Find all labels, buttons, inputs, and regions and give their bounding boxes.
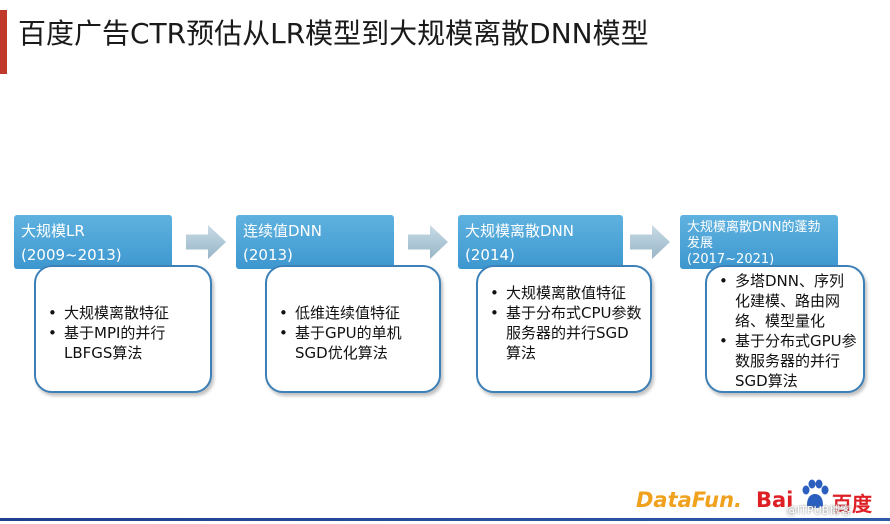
stage-1-header: 大规模LR (2009~2013) xyxy=(14,215,172,269)
arrow-3-icon xyxy=(630,225,670,259)
stage-4-years: (2017~2021) xyxy=(687,252,775,267)
stage-4-header: 大规模离散DNN的蓬勃发展 (2017~2021) xyxy=(680,215,838,269)
stage-1-years: (2009~2013) xyxy=(21,246,122,264)
footer-rule xyxy=(0,518,890,521)
stage-3-bullet-1: 大规模离散值特征 xyxy=(486,283,642,303)
title-accent-bar xyxy=(0,10,7,74)
baidu-paw-icon xyxy=(802,479,829,508)
stage-3-label: 大规模离散DNN xyxy=(465,222,574,240)
stage-2-years: (2013) xyxy=(243,246,293,264)
arrow-2-icon xyxy=(408,225,448,259)
stage-1-bullet-2: 基于MPI的并行LBFGS算法 xyxy=(44,323,202,363)
stage-4-card: 多塔DNN、序列化建模、路由网络、模型量化 基于分布式GPU参数服务器的并行SG… xyxy=(705,265,865,393)
stage-2-header: 连续值DNN (2013) xyxy=(236,215,394,269)
stage-3-header: 大规模离散DNN (2014) xyxy=(458,215,623,269)
stage-1-card: 大规模离散特征 基于MPI的并行LBFGS算法 xyxy=(34,265,212,393)
stage-4-bullet-1: 多塔DNN、序列化建模、路由网络、模型量化 xyxy=(715,271,857,331)
stage-2-bullet-1: 低维连续值特征 xyxy=(275,303,431,323)
stage-2-bullet-2: 基于GPU的单机SGD优化算法 xyxy=(275,323,431,363)
stage-3-years: (2014) xyxy=(465,246,515,264)
stage-4-label: 大规模离散DNN的蓬勃发展 xyxy=(687,220,821,251)
datafun-logo: DataFun. xyxy=(636,488,743,512)
baidu-logo-text: Bai xyxy=(756,488,794,512)
arrow-1-icon xyxy=(186,225,226,259)
stage-3-bullet-2: 基于分布式CPU参数服务器的并行SGD算法 xyxy=(486,303,642,363)
stage-1-bullet-1: 大规模离散特征 xyxy=(44,303,202,323)
stage-4-bullet-2: 基于分布式GPU参数服务器的并行SGD算法 xyxy=(715,331,857,391)
stage-3-card: 大规模离散值特征 基于分布式CPU参数服务器的并行SGD算法 xyxy=(476,265,652,393)
watermark: @ITPUB博客 xyxy=(786,504,852,517)
slide-title: 百度广告CTR预估从LR模型到大规模离散DNN模型 xyxy=(18,17,649,50)
baidu-logo-cn: 百度 xyxy=(832,492,872,516)
stage-2-label: 连续值DNN xyxy=(243,222,322,240)
stage-1-label: 大规模LR xyxy=(21,222,85,240)
stage-2-card: 低维连续值特征 基于GPU的单机SGD优化算法 xyxy=(265,265,441,393)
